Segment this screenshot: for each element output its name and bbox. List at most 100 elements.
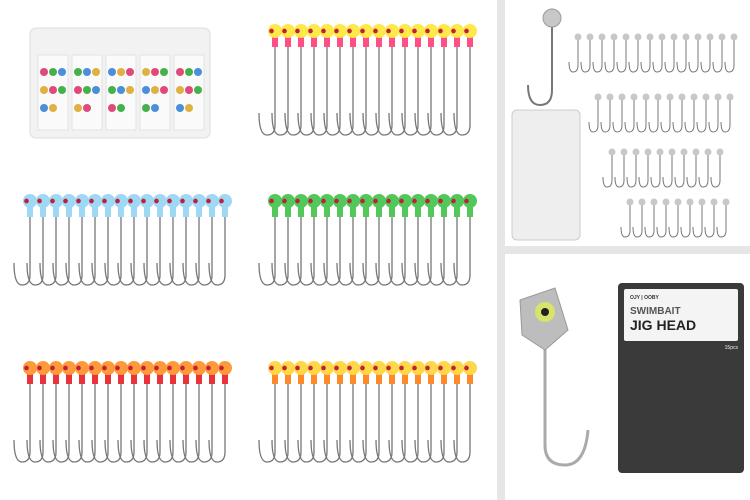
hook <box>91 205 109 286</box>
jig-head <box>153 361 167 375</box>
jig-collar <box>27 370 33 384</box>
jig-eye <box>412 28 417 34</box>
small-jig-head <box>714 93 722 101</box>
small-hook <box>602 155 613 188</box>
jig-eye <box>464 28 469 34</box>
large-jig-head <box>542 8 562 28</box>
small-jig-head <box>668 148 676 156</box>
small-hook <box>668 205 679 238</box>
jig-head <box>372 361 386 375</box>
hook <box>401 205 419 286</box>
jig-in-box <box>176 86 184 94</box>
jig-eye <box>24 198 29 204</box>
hook <box>130 372 148 463</box>
hook <box>362 205 380 286</box>
jig-collar <box>324 203 330 217</box>
hook <box>284 35 302 136</box>
jig-eye <box>115 365 120 371</box>
package-subtitle: JIG HEAD <box>630 317 697 333</box>
jig-in-box <box>117 86 125 94</box>
jig-collar <box>389 370 395 384</box>
jig-collar <box>170 203 176 217</box>
hook <box>401 372 419 463</box>
jig-collar <box>350 33 356 47</box>
jig-head <box>359 361 373 375</box>
hook <box>336 372 354 463</box>
small-hook <box>664 40 675 73</box>
jig-collar <box>350 370 356 384</box>
jig-head <box>411 194 425 208</box>
jig-head <box>36 361 50 375</box>
hook <box>453 205 471 286</box>
brand-logo: OJY | OOBY <box>630 295 659 301</box>
jig-head <box>450 361 464 375</box>
hook <box>414 205 432 286</box>
jig-head <box>218 194 232 208</box>
jig-head <box>385 361 399 375</box>
jig-eye <box>269 28 274 34</box>
jig-in-box <box>194 86 202 94</box>
jig-eye <box>115 198 120 204</box>
small-jig-head <box>620 148 628 156</box>
jig-collar <box>298 203 304 217</box>
jig-head <box>437 361 451 375</box>
small-jig-head <box>646 33 654 41</box>
small-hook <box>624 100 635 133</box>
hook <box>297 205 315 286</box>
small-hook <box>704 205 715 238</box>
jig-collar <box>272 370 278 384</box>
jig-head <box>205 194 219 208</box>
jig-head <box>450 24 464 38</box>
jig-head <box>398 194 412 208</box>
jig-collar <box>183 203 189 217</box>
jig-head <box>281 361 295 375</box>
jig-eye <box>412 198 417 204</box>
jig-collar <box>311 370 317 384</box>
jig-head <box>346 194 360 208</box>
jig-collar <box>311 203 317 217</box>
hook <box>271 372 289 463</box>
jig-eye <box>37 365 42 371</box>
jig-head <box>268 361 282 375</box>
jig-collar <box>196 203 202 217</box>
jig-collar <box>363 33 369 47</box>
jig-eye <box>360 198 365 204</box>
jig-head <box>114 361 128 375</box>
small-jig-head <box>718 33 726 41</box>
jig-head <box>307 361 321 375</box>
hook <box>310 35 328 136</box>
small-hook <box>700 40 711 73</box>
small-jig-head <box>680 148 688 156</box>
jig-head <box>307 24 321 38</box>
jig-collar <box>157 370 163 384</box>
small-hook <box>632 205 643 238</box>
jig-collar <box>350 203 356 217</box>
small-hook <box>674 155 685 188</box>
hook <box>375 372 393 463</box>
hook <box>349 205 367 286</box>
hook <box>427 205 445 286</box>
jig-head <box>49 361 63 375</box>
jig-collar <box>285 203 291 217</box>
jig-head <box>294 194 308 208</box>
jig-head <box>320 361 334 375</box>
hook <box>26 372 44 463</box>
hook <box>208 372 226 463</box>
jig-head <box>385 24 399 38</box>
jig-in-box <box>151 68 159 76</box>
jig-collar <box>298 33 304 47</box>
jig-head <box>398 361 412 375</box>
jig-collar <box>222 203 228 217</box>
jig-eye <box>412 365 417 371</box>
jig-eye <box>438 28 443 34</box>
jig-collar <box>415 33 421 47</box>
hook <box>375 35 393 136</box>
jig-in-box <box>49 86 57 94</box>
jig-eye <box>308 198 313 204</box>
jig-head <box>294 361 308 375</box>
small-jig-head <box>632 148 640 156</box>
jig-eye <box>141 365 146 371</box>
small-hook <box>650 155 661 188</box>
jig-in-box <box>185 86 193 94</box>
jig-in-box <box>142 68 150 76</box>
